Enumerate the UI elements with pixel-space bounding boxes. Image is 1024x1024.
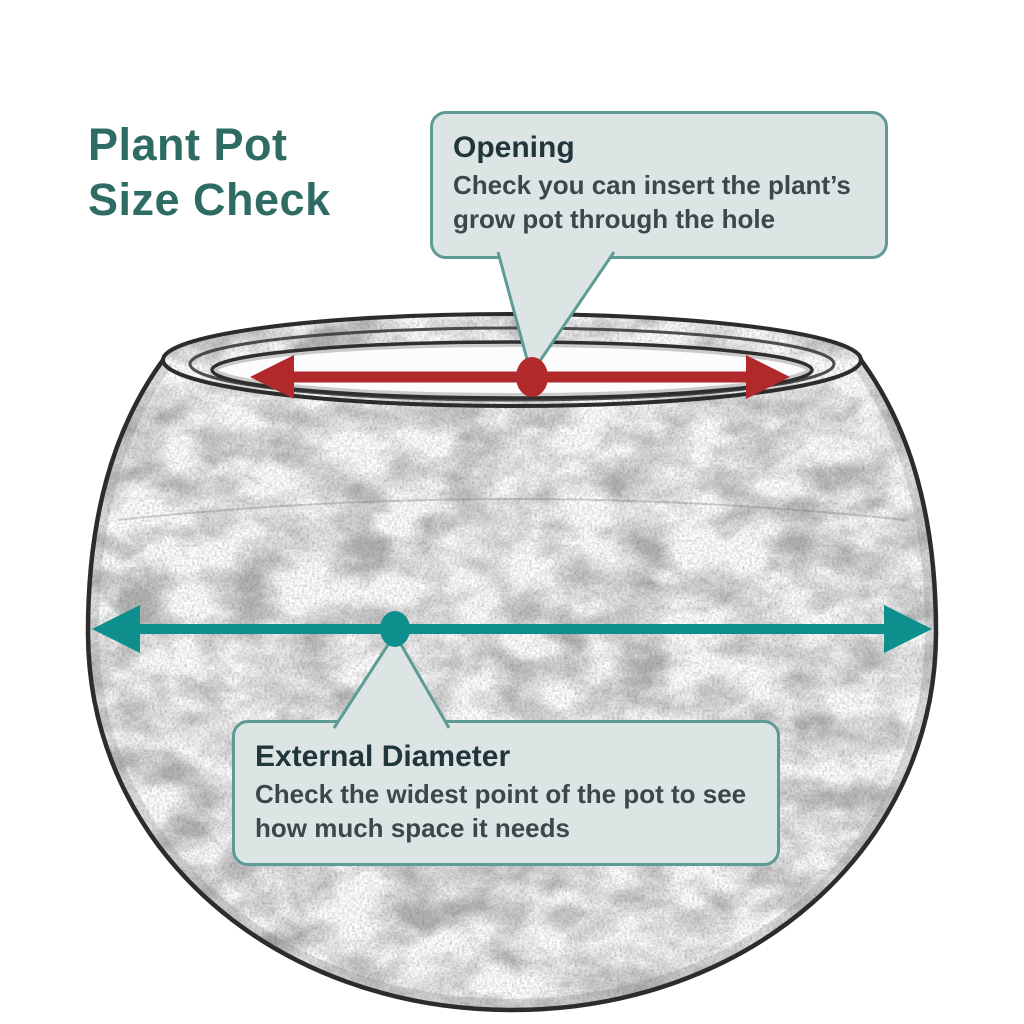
opening-callout-heading: Opening — [453, 131, 575, 164]
pot-sketch-midline — [117, 498, 907, 521]
opening-callout: Opening Check you can insert the plant’s… — [430, 111, 888, 259]
external-diameter-callout-heading: External Diameter — [255, 740, 511, 773]
opening-callout-body: Check you can insert the plant’s grow po… — [453, 170, 851, 234]
title-line-1: Plant Pot — [88, 119, 288, 170]
page-title: Plant Pot Size Check — [88, 118, 331, 228]
external-diameter-callout: External Diameter Check the widest point… — [232, 720, 780, 866]
external-diameter-callout-body: Check the widest point of the pot to see… — [255, 779, 747, 843]
pot-outline — [85, 357, 939, 1013]
pot-texture — [88, 314, 936, 1010]
title-line-2: Size Check — [88, 173, 331, 225]
